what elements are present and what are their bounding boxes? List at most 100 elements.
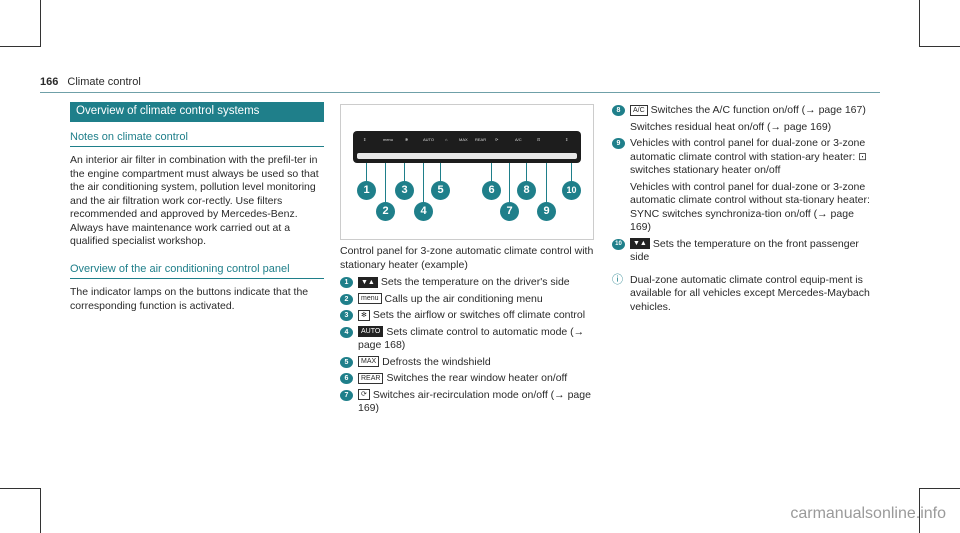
list-item: 3 ✻Sets the airflow or switches off clim… xyxy=(340,309,594,323)
crop-mark xyxy=(919,488,920,533)
callout-7: 7 xyxy=(500,202,519,221)
control-panel: ⇕ menu ✻ AUTO ⌂ MAX REAR ⟳ A/C ⊡ ⇕ xyxy=(353,131,581,163)
callout-1: 1 xyxy=(357,181,376,200)
item-text: Switches the rear window heater on/off xyxy=(386,372,568,384)
list-item: 7 ⟳Switches air-recirculation mode on/of… xyxy=(340,389,594,416)
item-number: 4 xyxy=(340,326,353,338)
info-icon: ⓘ xyxy=(612,273,623,286)
temperature-icon: ▼▲ xyxy=(358,276,378,288)
crop-mark xyxy=(920,488,960,489)
item-text: Sets the airflow or switches off climate… xyxy=(372,309,586,321)
crop-mark xyxy=(920,46,960,47)
figure-caption: Control panel for 3-zone automatic clima… xyxy=(340,245,594,271)
defrost-icon: MAX xyxy=(358,356,380,368)
rear-window-heater-icon: REAR xyxy=(358,372,384,384)
callout-9: 9 xyxy=(537,202,556,221)
overview-text: The indicator lamps on the buttons indic… xyxy=(70,286,309,312)
callout-line xyxy=(571,163,572,183)
notes-text: An interior air filter in combination wi… xyxy=(70,154,319,247)
crop-mark xyxy=(0,46,40,47)
item-number: 5 xyxy=(340,356,353,368)
ac-icon: A/C xyxy=(630,104,648,116)
auto-icon: AUTO xyxy=(358,326,384,338)
notes-heading: Notes on climate control xyxy=(70,131,324,147)
item-number: 2 xyxy=(340,293,353,305)
crop-mark xyxy=(40,488,41,533)
panel-button-label: ⊡ xyxy=(537,137,541,142)
item-number: 6 xyxy=(340,373,353,384)
item-text: Sets the temperature on the driver's sid… xyxy=(380,276,570,288)
callout-10: 10 xyxy=(562,181,581,200)
crop-mark xyxy=(919,0,920,47)
callout-5: 5 xyxy=(431,181,450,200)
callout-line xyxy=(546,163,547,205)
watermark: carmanualsonline.info xyxy=(790,505,946,522)
panel-button-label: REAR xyxy=(475,137,487,142)
callout-line xyxy=(491,163,492,183)
panel-button-label: ⟳ xyxy=(495,137,499,142)
item-text: Sets the temperature on the front passen… xyxy=(630,237,859,264)
menu-icon: menu xyxy=(358,293,382,305)
item-number: 9 xyxy=(612,138,625,149)
column-2: Control panel for 3-zone automatic clima… xyxy=(340,245,594,419)
callout-2: 2 xyxy=(376,202,395,221)
fan-icon: ✻ xyxy=(358,309,370,321)
page-header: 166 Climate control xyxy=(40,76,141,88)
control-panel-figure: ⇕ menu ✻ AUTO ⌂ MAX REAR ⟳ A/C ⊡ ⇕ 1 2 3… xyxy=(340,104,594,240)
list-item: 9 Vehicles with control panel for dual-z… xyxy=(612,137,872,235)
page-number: 166 xyxy=(40,76,59,88)
panel-button-label: MAX xyxy=(459,137,468,142)
column-1: Overview of climate control systems Note… xyxy=(70,102,324,323)
temperature-icon: ▼▲ xyxy=(630,238,650,250)
crop-mark xyxy=(40,0,41,47)
callout-8: 8 xyxy=(517,181,536,200)
info-text: Dual-zone automatic climate control equi… xyxy=(630,273,870,313)
callout-line xyxy=(404,163,405,183)
panel-button-label: ✻ xyxy=(405,137,409,142)
callout-line xyxy=(385,163,386,205)
panel-button-label: A/C xyxy=(515,137,522,142)
item-text: Calls up the air conditioning menu xyxy=(384,292,543,305)
info-note: ⓘ Dual-zone automatic climate control eq… xyxy=(612,274,872,315)
panel-button-label: ⌂ xyxy=(445,137,448,142)
callout-line xyxy=(509,163,510,205)
callout-line xyxy=(366,163,367,183)
item-text: Vehicles with control panel for dual-zon… xyxy=(630,137,867,176)
callout-line xyxy=(423,163,424,205)
item-number: 10 xyxy=(612,238,625,250)
item-text: Switches air-recirculation mode on/off (… xyxy=(358,388,591,415)
panel-button-label: AUTO xyxy=(423,137,435,142)
callout-line xyxy=(440,163,441,183)
panel-button-label: menu xyxy=(383,137,394,142)
crop-mark xyxy=(0,488,40,489)
header-rule xyxy=(40,92,880,93)
list-item: 10 ▼▲Sets the temperature on the front p… xyxy=(612,238,872,265)
item-text: Switches residual heat on/off (→ page 16… xyxy=(630,120,832,133)
item-text: Switches the A/C function on/off (→ page… xyxy=(650,104,866,116)
callout-6: 6 xyxy=(482,181,501,200)
item-text: Vehicles with control panel for dual-zon… xyxy=(630,180,870,234)
item-number: 8 xyxy=(612,105,625,116)
recirculation-icon: ⟳ xyxy=(358,389,370,401)
item-number: 3 xyxy=(340,310,353,321)
list-item: 1 ▼▲Sets the temperature on the driver's… xyxy=(340,276,594,290)
panel-button-label: ⇕ xyxy=(565,137,569,142)
panel-lamp-strip xyxy=(357,153,577,159)
overview-heading: Overview of the air conditioning control… xyxy=(70,263,324,279)
callout-3: 3 xyxy=(395,181,414,200)
item-text: Defrosts the windshield xyxy=(382,355,491,368)
item-text: Sets climate control to automatic mode (… xyxy=(358,325,585,352)
panel-button-label: ⇕ xyxy=(363,137,367,142)
section-banner: Overview of climate control systems xyxy=(70,102,324,122)
item-number: 7 xyxy=(340,389,353,401)
section-title: Climate control xyxy=(67,76,141,88)
callout-line xyxy=(526,163,527,183)
callout-4: 4 xyxy=(414,202,433,221)
item-number: 1 xyxy=(340,277,353,288)
